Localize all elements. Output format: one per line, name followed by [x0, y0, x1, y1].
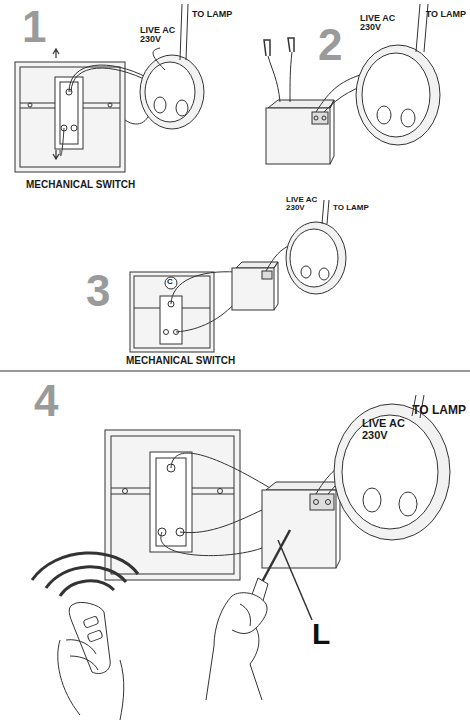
- step-number: 1: [22, 4, 46, 50]
- lamp-label: TO LAMP: [333, 204, 369, 212]
- lamp-label: TO LAMP: [412, 404, 466, 417]
- step-number: 3: [86, 268, 110, 314]
- supply-label: LIVE AC 230V: [286, 196, 322, 213]
- supply-label: LIVE AC 230V: [362, 418, 414, 441]
- supply-label: LIVE AC 230V: [360, 14, 402, 33]
- step-number: 2: [318, 22, 342, 68]
- part-label: MECHANICAL SWITCH: [26, 180, 135, 191]
- lamp-label: TO LAMP: [192, 10, 232, 19]
- step-number: 4: [34, 378, 58, 424]
- supply-label: LIVE AC 230V: [140, 26, 182, 45]
- lamp-label: TO LAMP: [426, 10, 466, 19]
- terminal-label: C: [167, 278, 173, 286]
- callout-letter: L: [312, 618, 330, 650]
- part-label: MECHANICAL SWITCH: [126, 356, 235, 367]
